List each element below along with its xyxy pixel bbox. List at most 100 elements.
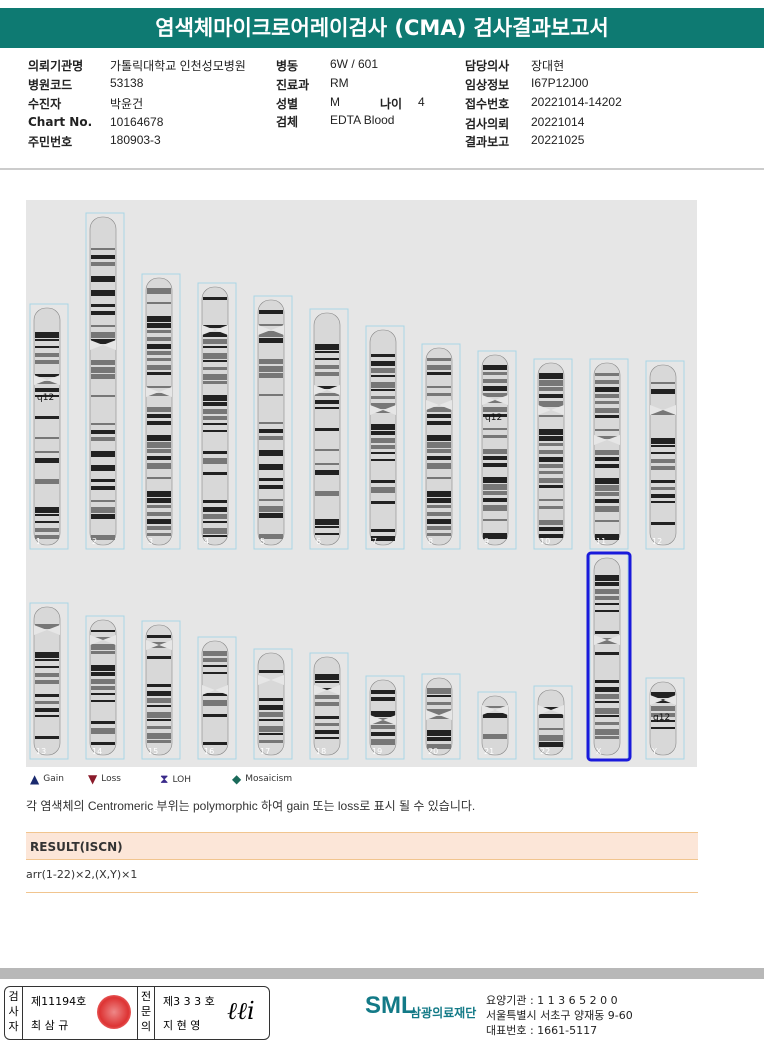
karyotype-ideogram: 1 q12 2 3 4 5 6 7 8 9 q12 10 11 12 13 14 15 16 17 18 19 20 21 2… [29,212,685,762]
legend-item-mosaicism: ◆Mosaicism [232,772,292,786]
chromosome-label: 15 [148,747,158,756]
chromosome-6[interactable]: 6 [309,308,349,550]
signature-box: 검사자 제11194호 최 삼 규 전문의 제3 3 3 호 지 현 영 ℓℓi [4,986,270,1040]
karyotype-panel: 1 q12 2 3 4 5 6 7 8 9 q12 10 11 12 13 14 15 16 17 18 19 20 21 2… [26,200,697,767]
bowtie-icon: ⧗ [160,772,169,786]
diamond-icon: ◆ [232,772,242,786]
chromosome-label: 4 [204,537,209,546]
chromosome-label: 9 [484,537,489,546]
seal-stamp [97,995,131,1029]
chromosome-16[interactable]: 16 [197,636,237,760]
chromosome-5[interactable]: 5 [253,295,293,550]
triangle-down-icon: ▼ [88,772,98,786]
info-value: 20221014 [531,115,585,129]
legend-label: Gain [43,774,64,784]
chromosome-12[interactable]: 12 [645,360,685,550]
info-label: 주민번호 [28,135,73,149]
chromosome-label: 5 [260,537,265,546]
chromosome-2[interactable]: 2 [85,212,125,550]
chromosome-9[interactable]: 9 q12 [477,350,517,550]
chromosome-X[interactable]: X [586,551,632,762]
chromosome-7[interactable]: 7 [365,325,405,550]
info-value: 180903-3 [110,133,161,147]
info-label: 접수번호 [465,97,510,111]
chromosome-15[interactable]: 15 [141,620,181,760]
info-value: 6W / 601 [330,57,379,71]
chromosome-19[interactable]: 19 [365,675,405,760]
chromosome-label: 2 [92,537,97,546]
footer-bar [0,968,764,979]
legend-label: Loss [101,774,121,784]
info-label: 성별 [276,97,299,111]
chromosome-label: 1 [36,537,41,546]
info-value: RM [330,76,349,90]
chromosome-label: 8 [428,537,433,546]
examiner-number: 제11194호 [31,995,87,1008]
chromosome-14[interactable]: 14 [85,615,125,760]
chromosome-10[interactable]: 10 [533,358,573,550]
chromosome-3[interactable]: 3 [141,273,181,550]
info-value: 20221025 [531,133,585,147]
info-label: Chart No. [28,115,93,129]
info-value: 53138 [110,76,144,90]
age-value: 4 [418,95,425,109]
report-title: 염색체마이크로어레이검사 (CMA) 검사결과보고서 [0,8,764,48]
examiner-label: 검사자 [5,987,23,1039]
chromosome-label: 11 [596,537,606,546]
info-label: 병원코드 [28,78,73,92]
chromosome-4[interactable]: 4 [197,282,237,550]
chromosome-20[interactable]: 20 [421,673,461,760]
chromosome-label: X [596,747,602,756]
org-address: 요양기관 : 1 1 3 6 5 2 0 0 서울특별시 서초구 양재동 9-6… [486,993,633,1038]
org-name: 삼광의료재단 [410,1006,477,1020]
chromosome-22[interactable]: 22 [533,685,573,760]
result-heading: RESULT(ISCN) [26,832,698,860]
chromosome-8[interactable]: 8 [421,343,461,550]
info-label: 수진자 [28,97,62,111]
signature: ℓℓi [227,997,255,1025]
info-label: 임상정보 [465,78,510,92]
info-value: I67P12J00 [531,76,589,90]
legend-item-loss: ▼Loss [88,772,121,786]
info-value: M [330,95,340,109]
triangle-up-icon: ▲ [30,772,40,786]
chromosome-13[interactable]: 13 [29,602,69,760]
chromosome-label: 6 [316,537,321,546]
band-annotation: q12 [37,393,54,403]
chromosome-label: 19 [372,747,382,756]
chromosome-21[interactable]: 21 [477,691,517,760]
band-annotation: q12 [485,413,502,423]
info-label: 검체 [276,115,299,129]
chromosome-17[interactable]: 17 [253,648,293,760]
chromosome-label: 7 [372,537,377,546]
institution-code: 요양기관 : 1 1 3 6 5 2 0 0 [486,994,618,1007]
centromere-note: 각 염색체의 Centromeric 부위는 polymorphic 하여 ga… [26,799,476,813]
age-label: 나이 [380,97,403,111]
chromosome-label: 20 [428,747,438,756]
chromosome-label: 13 [36,747,46,756]
doctor-number: 제3 3 3 호 [163,995,215,1008]
chromosome-1[interactable]: 1 q12 [29,303,69,550]
chromosome-label: 22 [540,747,550,756]
info-label: 담당의사 [465,59,510,73]
chromosome-label: 17 [260,747,270,756]
legend-item-loh: ⧗LOH [160,772,191,787]
chromosome-11[interactable]: 11 [589,358,629,550]
chromosome-label: 14 [92,747,102,756]
info-value: EDTA Blood [330,113,395,127]
chromosome-label: Y [651,747,657,756]
info-label: 병동 [276,59,299,73]
divider [26,892,698,893]
examiner-name: 최 삼 규 [31,1019,69,1032]
chromosome-label: 3 [148,537,153,546]
chromosome-18[interactable]: 18 [309,652,349,760]
info-label: 의뢰기관명 [28,59,84,73]
result-value: arr(1-22)×2,(X,Y)×1 [26,868,138,881]
chromosome-label: 18 [316,747,326,756]
chromosome-label: 12 [652,537,662,546]
info-label: 진료과 [276,78,310,92]
info-value: 20221014-14202 [531,95,622,109]
doctor-label: 전문의 [137,987,155,1039]
info-value: 10164678 [110,115,164,129]
